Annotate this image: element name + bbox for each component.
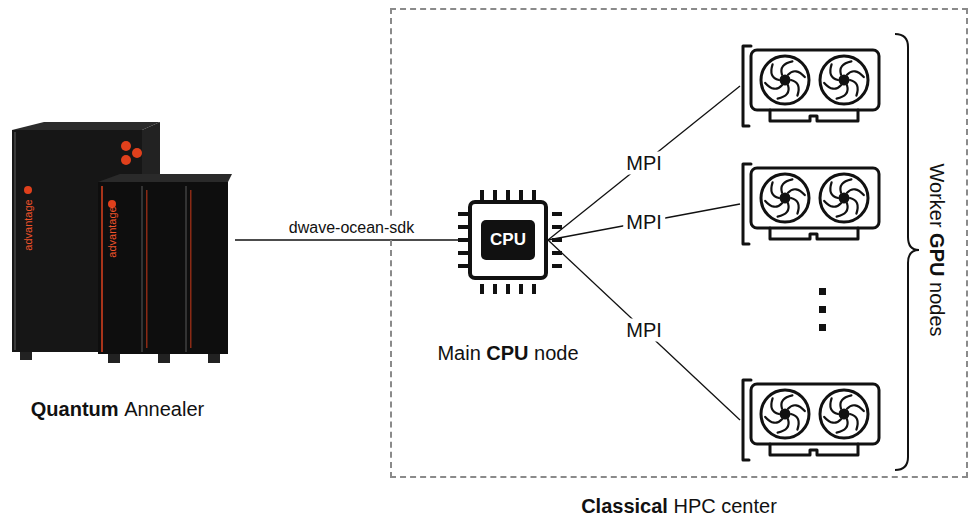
connector-line bbox=[548, 204, 740, 240]
text-part: Quantum bbox=[31, 398, 124, 420]
gpu-card-icon bbox=[740, 376, 885, 464]
gpu-node bbox=[740, 42, 885, 130]
logo-text: advantage bbox=[106, 206, 118, 257]
text-part: node bbox=[534, 342, 579, 364]
group-label: Worker GPU nodes bbox=[925, 163, 948, 336]
hpc-region: Classical HPC centerCPUMain CPU node bbox=[390, 8, 968, 478]
connector-label: MPI bbox=[623, 211, 665, 234]
text-part: Classical bbox=[581, 495, 673, 517]
text-part: advantage bbox=[22, 199, 34, 250]
connector-line bbox=[235, 239, 468, 240]
text-part: CPU bbox=[486, 342, 534, 364]
gpu-node bbox=[740, 376, 885, 464]
chip-text: CPU bbox=[490, 230, 526, 250]
gpu-node bbox=[740, 160, 885, 248]
ellipsis-dots bbox=[819, 288, 826, 331]
text-part: Annealer bbox=[124, 398, 204, 420]
curly-bracket bbox=[895, 34, 919, 470]
text-part: advantage bbox=[106, 206, 118, 257]
cpu-node: CPUMain CPU node bbox=[468, 200, 548, 280]
connector-label: MPI bbox=[623, 152, 665, 175]
text-part: CPU bbox=[490, 230, 526, 249]
connector-label: dwave-ocean-sdk bbox=[286, 219, 417, 237]
logo-text: advantage bbox=[22, 199, 34, 250]
gpu-card-icon bbox=[740, 42, 885, 130]
text-part: center bbox=[721, 495, 777, 517]
region-label: Classical HPC center bbox=[581, 495, 777, 518]
text-part: HPC bbox=[673, 495, 721, 517]
text-part: nodes bbox=[926, 282, 948, 337]
quantum-annealer: Quantum Annealer bbox=[0, 120, 235, 421]
gpu-card-icon bbox=[740, 160, 885, 248]
cpu-core: CPU bbox=[481, 220, 535, 260]
connector-line bbox=[548, 86, 740, 240]
text-part: Worker bbox=[926, 163, 948, 233]
text-part: GPU bbox=[926, 233, 948, 282]
node-label: Main CPU node bbox=[437, 342, 578, 365]
text-part: Main bbox=[437, 342, 486, 364]
connector-line bbox=[548, 240, 740, 420]
node-label: Quantum Annealer bbox=[0, 398, 235, 421]
connector-label: MPI bbox=[623, 319, 665, 342]
